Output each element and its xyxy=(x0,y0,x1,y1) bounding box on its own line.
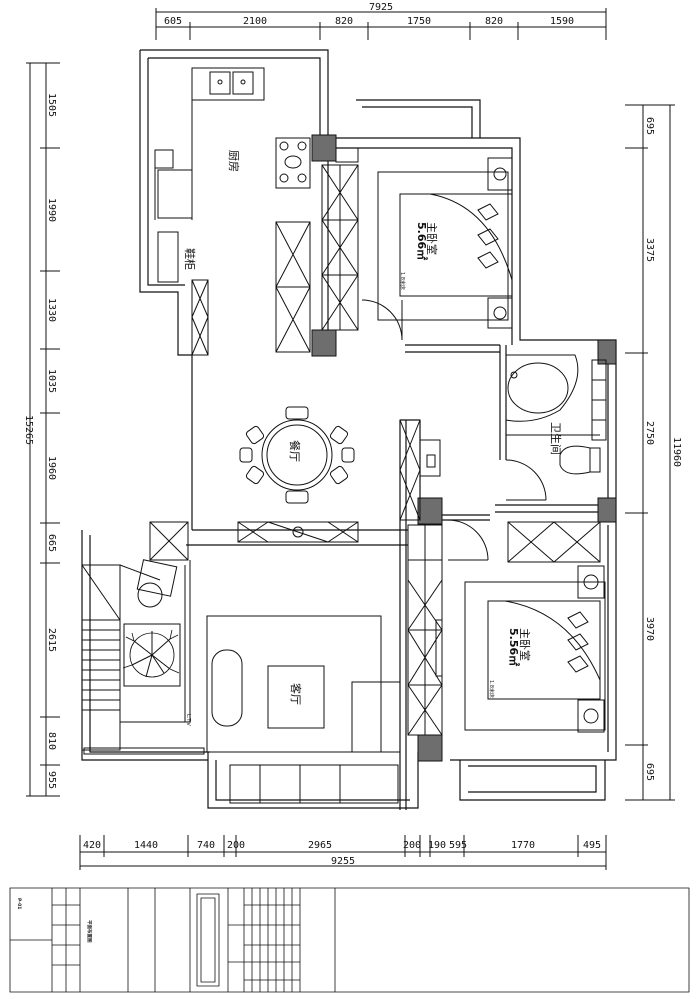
plan-title: 平面布置图 xyxy=(86,920,93,943)
dim-left-1: 1505 xyxy=(46,93,57,117)
dim-bottom-9: 1770 xyxy=(511,840,535,851)
dim-bottom-6: 200 xyxy=(403,840,421,851)
dim-top-3: 820 xyxy=(335,16,353,27)
drawing-number: P-01 xyxy=(16,898,22,909)
bottom-bedroom xyxy=(408,520,605,735)
dim-left-7: 2615 xyxy=(46,628,57,652)
bathroom xyxy=(506,355,606,500)
label-dining: 餐厅 xyxy=(288,440,302,462)
dim-bottom-2: 1440 xyxy=(134,840,158,851)
dim-left-9: 955 xyxy=(46,771,57,789)
dim-right-1: 695 xyxy=(644,117,655,135)
label-master-bedroom-top: 主卧室 xyxy=(425,222,439,255)
dim-top-total: 7925 xyxy=(369,2,393,13)
left-dimension-lines xyxy=(26,63,60,796)
dim-left-total: 15265 xyxy=(23,415,34,445)
corridor-cabinet xyxy=(400,420,440,520)
dim-top-4: 1750 xyxy=(407,16,431,27)
title-block-text: 平面布置图 P-01 xyxy=(16,898,93,943)
dim-bottom-3: 740 xyxy=(197,840,215,851)
dim-left-6: 665 xyxy=(46,534,57,552)
top-bedroom xyxy=(322,148,512,340)
dim-left-8: 810 xyxy=(46,732,57,750)
label-bed-size-top: 1.8米床 xyxy=(399,272,406,290)
dim-top-5: 820 xyxy=(485,16,503,27)
dim-left-3: 1330 xyxy=(46,298,57,322)
dim-bottom-1: 420 xyxy=(83,840,101,851)
dimension-text: 7925 605 2100 820 1750 820 1590 15265 15… xyxy=(23,2,682,867)
label-shoe-cabinet: 鞋柜 xyxy=(183,248,197,270)
walls xyxy=(82,50,616,810)
dim-bottom-total: 9255 xyxy=(331,856,355,867)
kitchen xyxy=(155,68,310,355)
dim-bottom-4: 200 xyxy=(227,840,245,851)
label-master-bedroom-top-area: 5.66㎡ xyxy=(415,222,429,260)
dim-right-5: 695 xyxy=(644,763,655,781)
dim-right-4: 3970 xyxy=(644,617,655,641)
dim-right-3: 2750 xyxy=(644,421,655,445)
dim-left-4: 1035 xyxy=(46,369,57,393)
dim-bottom-7: 190 xyxy=(428,840,446,851)
living-room xyxy=(185,522,400,803)
dim-left-5: 1960 xyxy=(46,456,57,480)
dim-bottom-10: 495 xyxy=(583,840,601,851)
dim-top-1: 605 xyxy=(164,16,182,27)
dining-table xyxy=(240,407,354,503)
label-master-bedroom-bottom-area: 5.56㎡ xyxy=(507,628,521,666)
dim-top-6: 1590 xyxy=(550,16,574,27)
label-tv: L.T.V xyxy=(185,714,191,726)
staircase xyxy=(82,522,204,754)
dim-right-2: 3375 xyxy=(644,238,655,262)
room-labels: 厨房 鞋柜 主卧室 5.66㎡ 1.8米床 卫生间 餐厅 客厅 L.T.V 主卧… xyxy=(183,150,563,726)
right-dimension-lines xyxy=(625,105,675,800)
top-dimension-lines xyxy=(156,8,606,40)
structural-columns xyxy=(312,135,616,761)
label-living: 客厅 xyxy=(289,683,303,705)
title-block xyxy=(10,888,689,992)
dim-right-total: 11960 xyxy=(671,437,682,467)
dim-bottom-5: 2965 xyxy=(308,840,332,851)
plant-decoration xyxy=(123,560,180,686)
label-kitchen: 厨房 xyxy=(227,150,240,172)
label-bathroom: 卫生间 xyxy=(549,422,563,455)
label-master-bedroom-bottom: 主卧室 xyxy=(518,628,532,661)
dim-top-2: 2100 xyxy=(243,16,267,27)
bottom-dimension-lines xyxy=(80,835,606,870)
dim-left-2: 1990 xyxy=(46,198,57,222)
label-bed-size-bottom: 1.8米床 xyxy=(488,680,495,698)
dim-bottom-8: 595 xyxy=(449,840,467,851)
